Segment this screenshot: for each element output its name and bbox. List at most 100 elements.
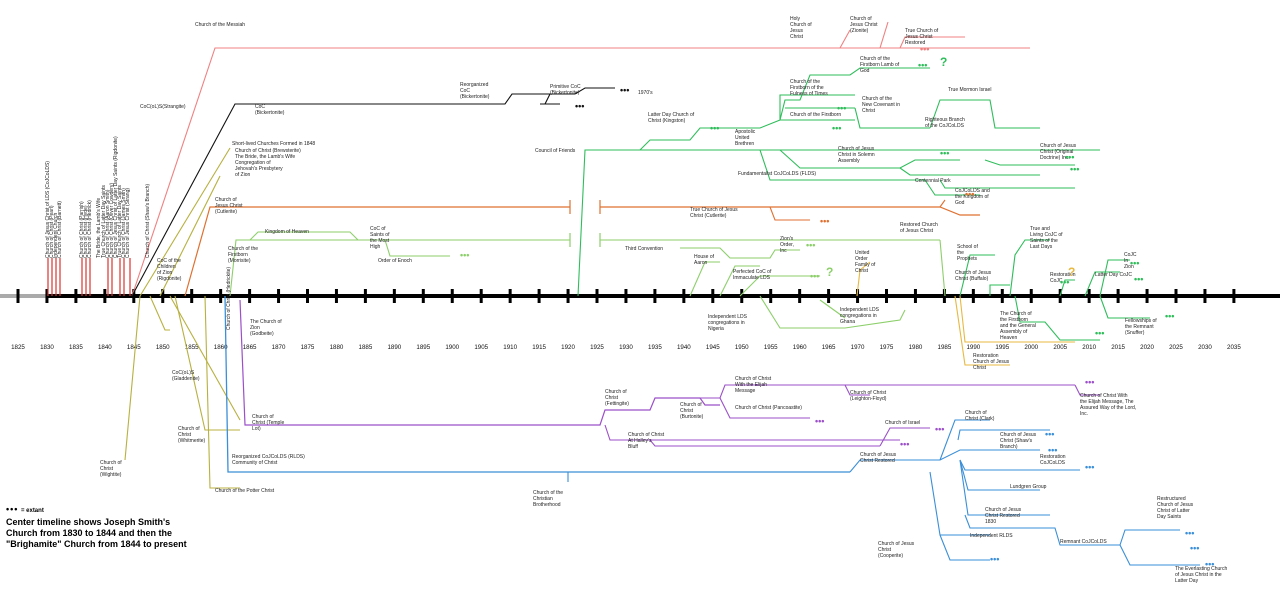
branch-line <box>1099 259 1130 297</box>
label-reorganized-rlds: Reorganized CoJCoLDS (RLDS)Community of … <box>232 454 305 466</box>
question-mark-icon: ? <box>1068 265 1075 279</box>
label-church-potter-christ: Church of the Potter Christ <box>215 488 275 494</box>
label-remnant-coc: Remnant CoJCoLDS <box>1060 539 1107 545</box>
year-label: 1935 <box>648 344 662 351</box>
label-early-8: The Bride, the Lamb's Wife <box>96 198 102 258</box>
year-label: 1975 <box>880 344 894 351</box>
label-early-7: Church of Christ (Hedrick) <box>87 200 93 258</box>
year-label: 1865 <box>243 344 257 351</box>
branch-line <box>159 175 221 297</box>
question-mark-icon: ? <box>940 55 947 69</box>
branch-line <box>655 384 870 399</box>
extant-dots-icon: ••• <box>710 123 719 133</box>
extant-dots-icon: ••• <box>940 148 949 158</box>
label-true-mormon-israel: True Mormon Israel <box>948 87 991 93</box>
branch-line <box>184 206 570 297</box>
branch-line <box>149 295 170 331</box>
extant-dots-icon: ••• <box>575 101 584 111</box>
year-label: 1960 <box>793 344 807 351</box>
branch-line <box>1119 529 1180 546</box>
branch-line <box>174 295 240 431</box>
branch-line <box>939 419 990 461</box>
extant-dots-icon: ••• <box>837 103 846 113</box>
extant-dots-icon: ••• <box>1095 328 1104 338</box>
label-latter-day-coc: Latter Day CoJC <box>1095 272 1132 278</box>
branch-line <box>959 254 995 297</box>
branch-line <box>1084 271 1120 297</box>
branch-line <box>899 36 965 49</box>
label-firstborn: Church of the Firstborn <box>790 112 841 118</box>
year-label: 1850 <box>156 344 170 351</box>
label-short-lived-1: Church of Christ (Brewsterite) <box>235 148 301 154</box>
legend: ••• = extant Center timeline shows Josep… <box>6 504 226 550</box>
branch-lines <box>47 21 1200 566</box>
label-early-16: Church of Christ (Shaw's Branch) <box>145 184 151 258</box>
branch-line <box>680 247 800 259</box>
extant-dots-icon: ••• <box>1065 152 1074 162</box>
year-label: 1860 <box>214 344 228 351</box>
year-label: 2000 <box>1024 344 1038 351</box>
label-early-11: Church of Christ (Oliver Cowdery) <box>109 183 115 258</box>
branch-line <box>939 534 990 561</box>
extant-dots-icon: ••• <box>1060 277 1069 287</box>
branch-line <box>879 21 889 49</box>
legend-extant-row: ••• = extant <box>6 504 226 517</box>
year-label: 1870 <box>272 344 286 351</box>
branch-line <box>124 295 141 461</box>
branch-line <box>759 295 906 329</box>
year-label: 1835 <box>69 344 83 351</box>
year-label: 1900 <box>445 344 459 351</box>
extant-dots-icon: ••• <box>900 439 909 449</box>
label-council-friends: Council of Friends <box>535 148 576 154</box>
legend-line-2: Church from 1830 to 1844 and then the <box>6 528 173 538</box>
branch-line <box>577 94 855 297</box>
year-label: 1830 <box>40 344 54 351</box>
branch-line <box>169 295 241 421</box>
label-early-10: Church of Christ (Aaron Smith) <box>105 189 111 258</box>
extant-dots-icon: ••• <box>1048 445 1057 455</box>
year-label: 1875 <box>301 344 315 351</box>
label-dates-1970s: 1970's <box>638 90 653 96</box>
extant-dots-icon: ••• <box>815 416 824 426</box>
legend-line-1: Center timeline shows Joseph Smith's <box>6 517 171 527</box>
extant-dots-icon: ••• <box>1130 258 1139 268</box>
year-label: 1990 <box>966 344 980 351</box>
year-label: 1995 <box>995 344 1009 351</box>
label-kingdom-heaven: Kingdom of Heaven <box>265 229 309 235</box>
year-label: 1910 <box>503 344 517 351</box>
label-fundamentalist: Fundamentalist CoJCoLDS (FLDS) <box>738 171 816 177</box>
label-early-4: Church of Christ (Barnett) <box>57 201 63 258</box>
extant-dots-icon: ••• <box>1085 462 1094 472</box>
branch-line <box>959 459 1040 491</box>
year-label: 1905 <box>474 344 488 351</box>
branch-line <box>1059 279 1075 297</box>
branch-line <box>1009 239 1050 297</box>
legend-dots-icon: ••• <box>6 504 19 514</box>
extant-dots-icon: ••• <box>1190 543 1199 553</box>
year-label: 2025 <box>1169 344 1183 351</box>
label-third-convention: Third Convention <box>625 246 663 252</box>
label-short-lived: Short-lived Churches Formed in 1848 <box>232 141 315 147</box>
extant-dots-icon: ••• <box>1205 559 1214 569</box>
year-label: 1980 <box>909 344 923 351</box>
branch-line <box>239 299 720 426</box>
